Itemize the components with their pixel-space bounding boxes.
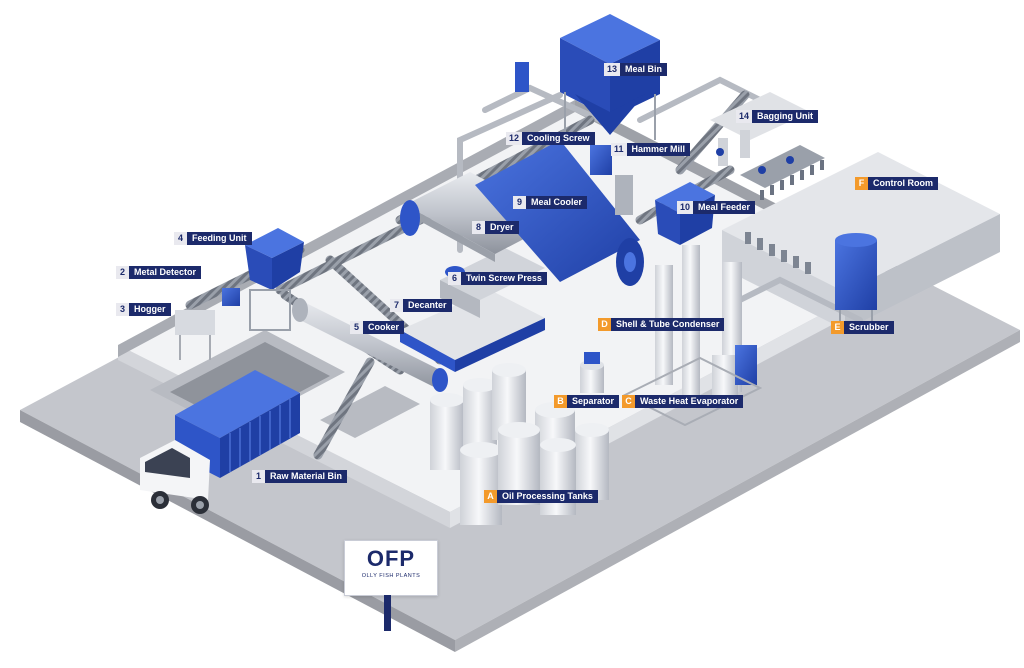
meal-cooler-drum [475,140,644,286]
delivery-truck [140,370,300,514]
decanter-machine [400,290,545,372]
sign-post [384,595,391,631]
cooker-drum [292,298,448,392]
hogger-machine [175,288,240,360]
scrubber-unit [835,233,877,330]
logo-title: OFP [366,546,416,571]
hammer-mill-machine [590,145,633,215]
logo-subtitle: OLLY FISH PLANTS [361,573,421,579]
feeding-unit-machine [245,228,304,331]
ofp-logo-sign: OFP OLLY FISH PLANTS [344,540,438,596]
separator-unit [580,352,604,393]
